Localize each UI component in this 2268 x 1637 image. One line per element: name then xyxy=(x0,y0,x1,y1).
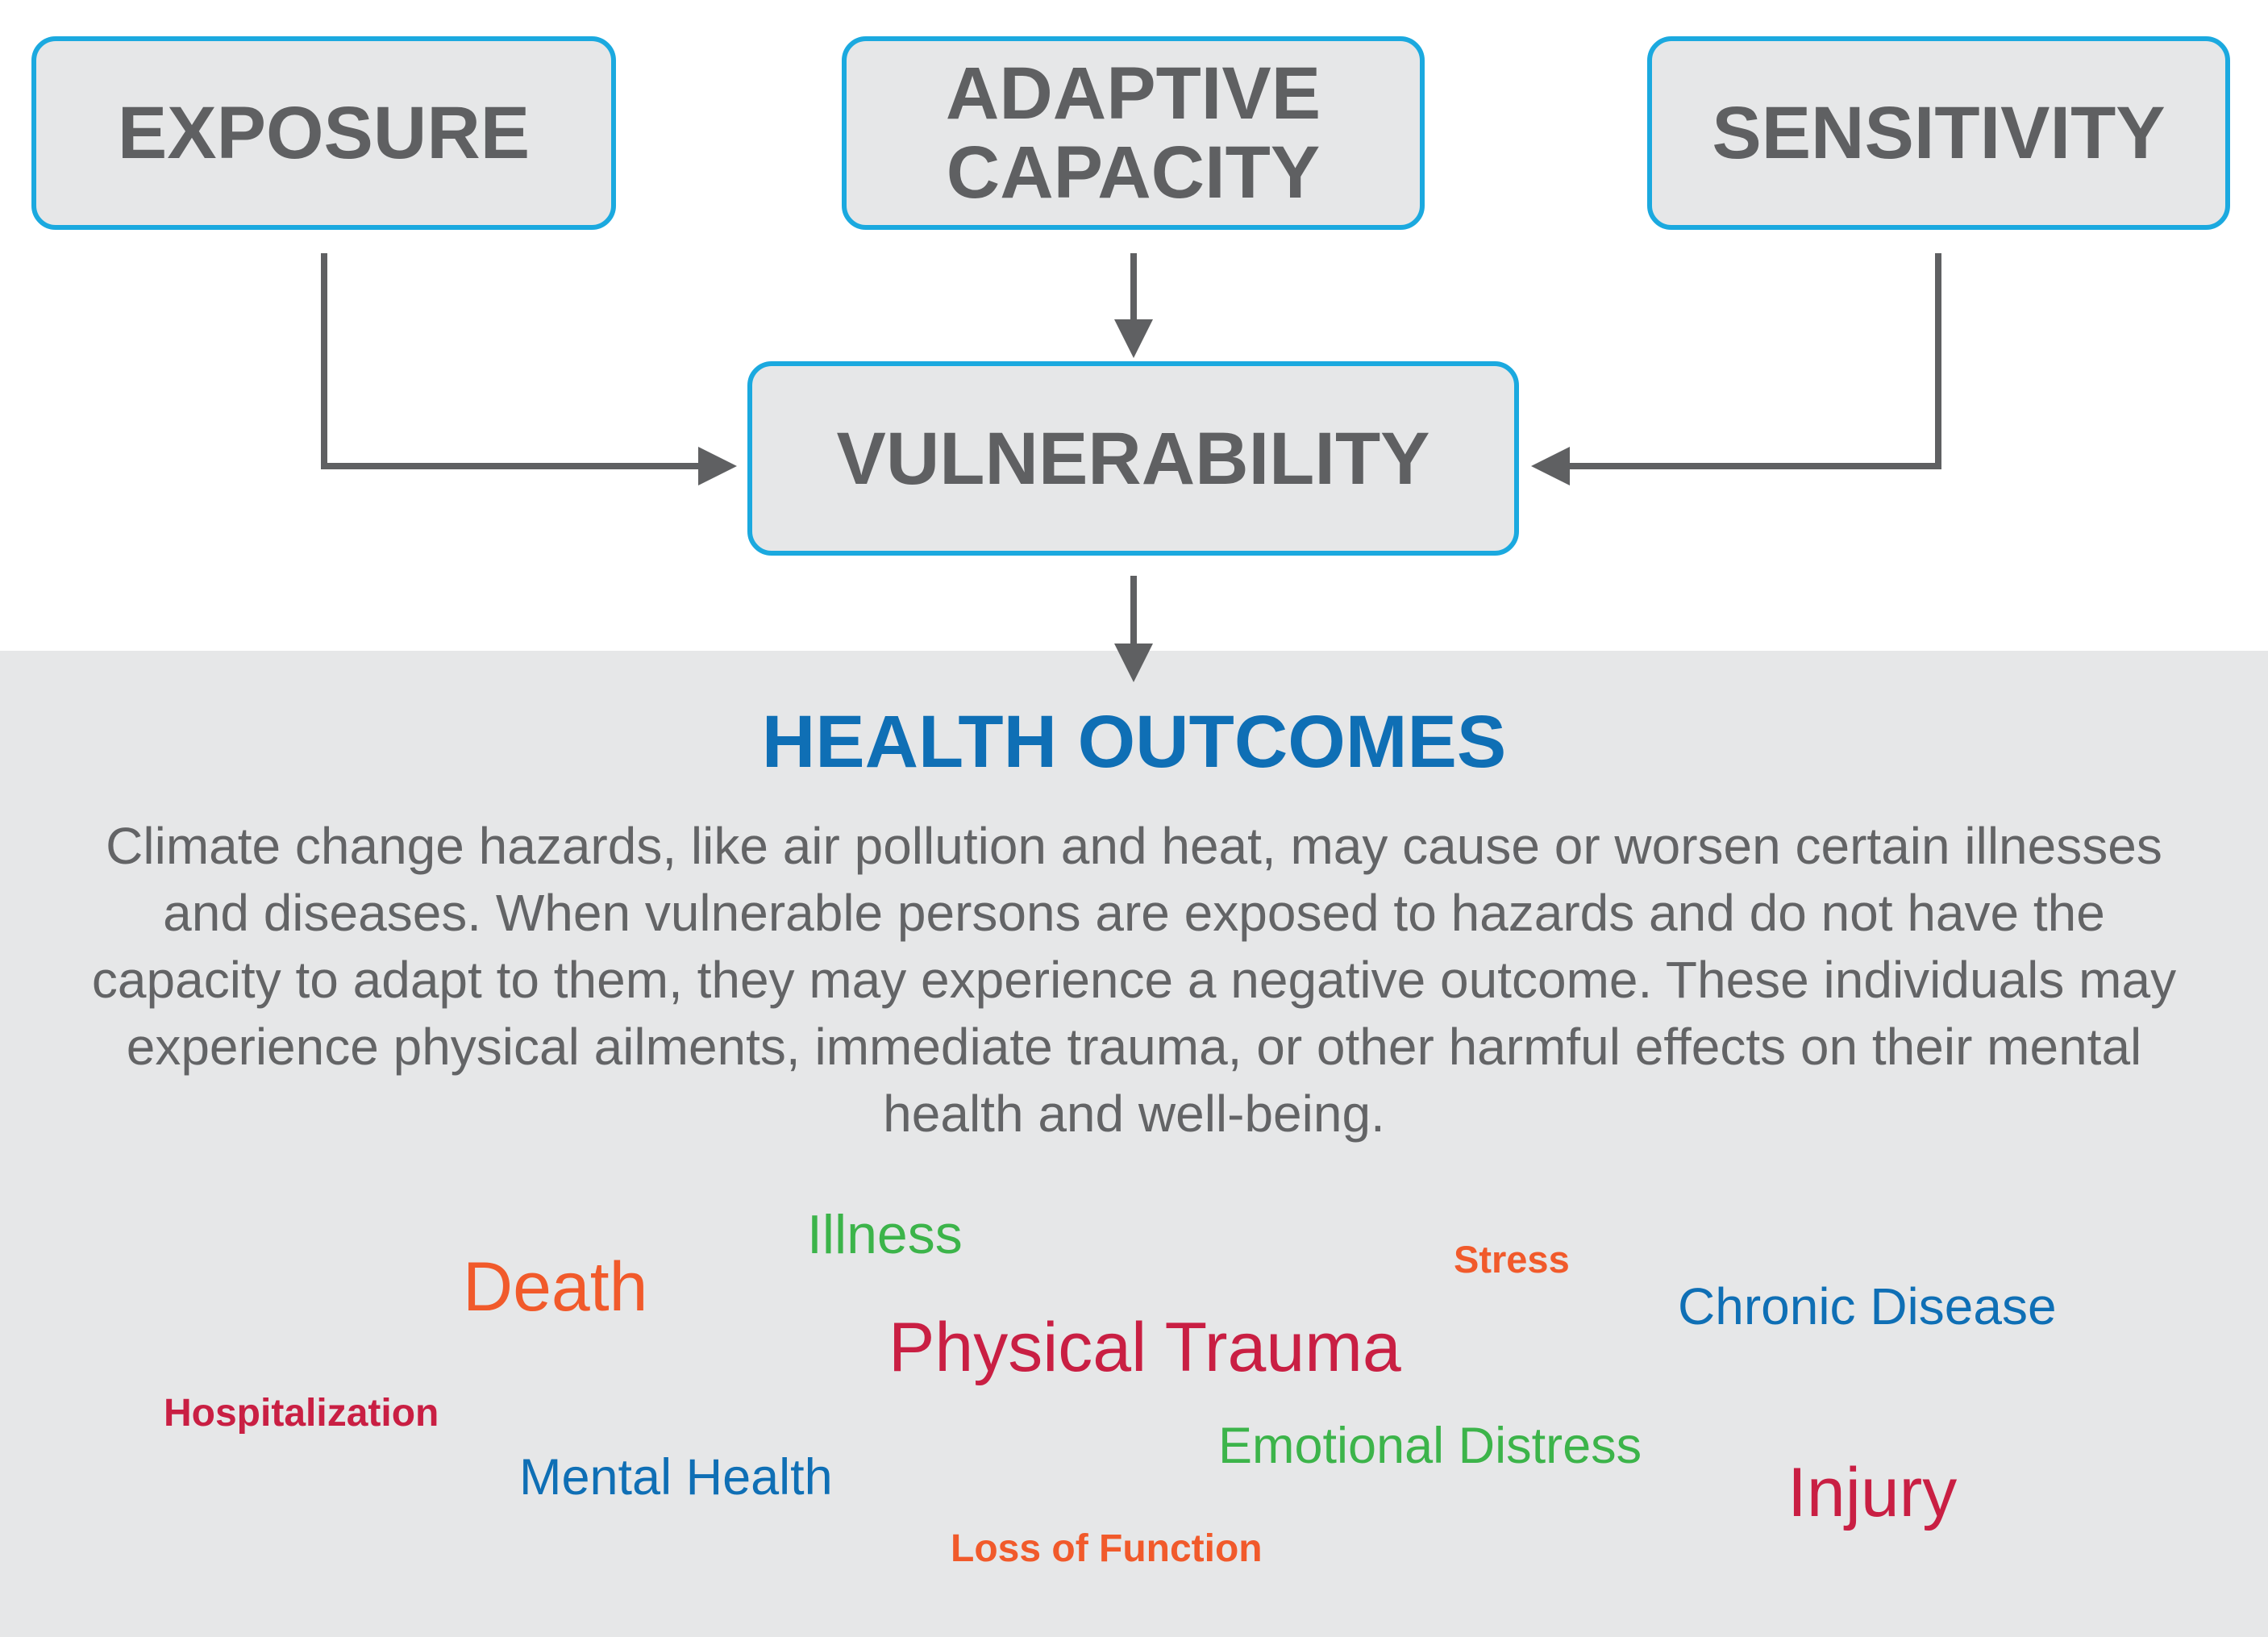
word-illness: Illness xyxy=(807,1204,963,1265)
word-mental-health: Mental Health xyxy=(519,1449,833,1506)
vulnerability-box: VULNERABILITY xyxy=(747,361,1519,556)
sensitivity-arrow xyxy=(1531,253,1941,485)
adaptive-label-line1: ADAPTIVE xyxy=(945,52,1321,135)
adaptive-label-line2: CAPACITY xyxy=(946,131,1321,214)
health-outcomes-description: Climate change hazards, like air polluti… xyxy=(91,817,2177,1143)
word-stress: Stress xyxy=(1454,1238,1570,1281)
exposure-arrow xyxy=(321,253,737,485)
outcomes-panel xyxy=(0,651,2268,1637)
exposure-label: EXPOSURE xyxy=(117,92,531,174)
word-physical-trauma: Physical Trauma xyxy=(888,1309,1401,1386)
word-death: Death xyxy=(463,1248,648,1326)
exposure-box: EXPOSURE xyxy=(31,36,616,230)
word-injury: Injury xyxy=(1787,1454,1958,1531)
word-loss-of-function: Loss of Function xyxy=(951,1527,1263,1570)
word-chronic-disease: Chronic Disease xyxy=(1678,1277,2057,1335)
sensitivity-box: SENSITIVITY xyxy=(1647,36,2230,230)
sensitivity-label: SENSITIVITY xyxy=(1712,92,2166,174)
word-hospitalization: Hospitalization xyxy=(164,1392,439,1435)
vulnerability-label: VULNERABILITY xyxy=(836,417,1430,500)
health-outcomes-title: HEALTH OUTCOMES xyxy=(761,701,1507,783)
word-emotional-distress: Emotional Distress xyxy=(1218,1418,1642,1474)
